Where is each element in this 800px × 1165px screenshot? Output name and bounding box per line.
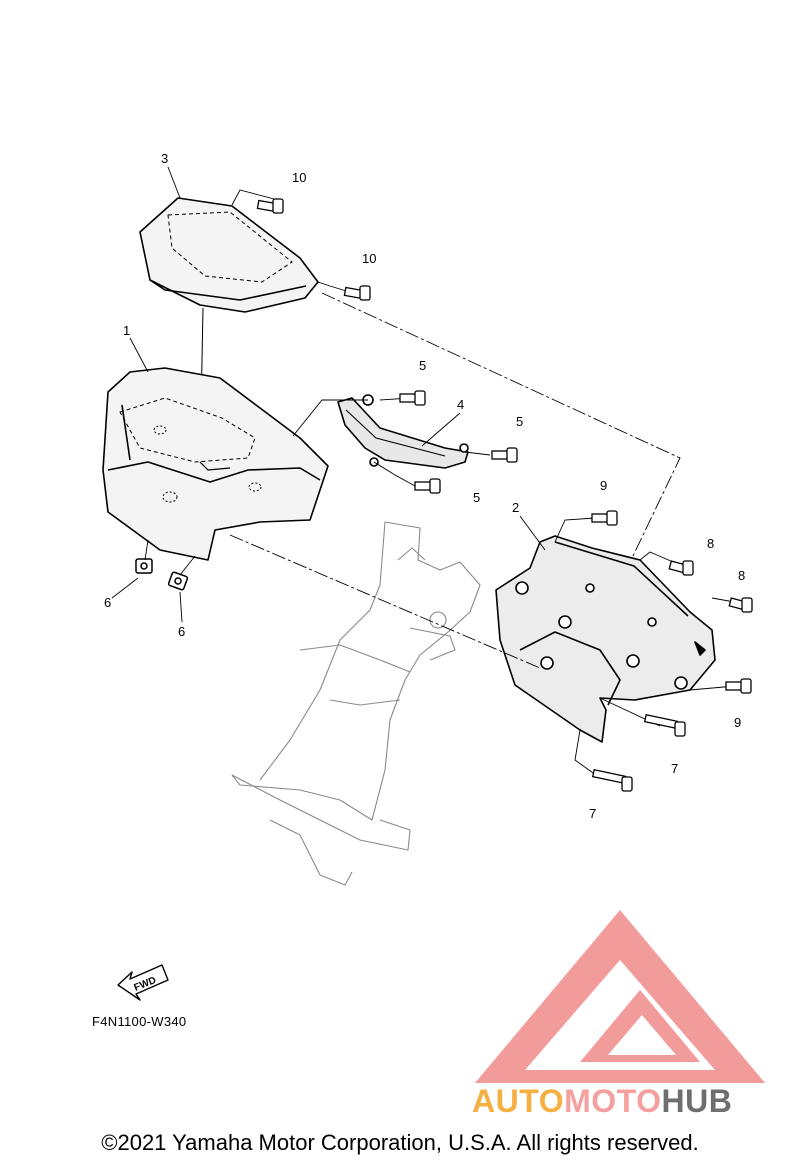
screw-8a-icon [668, 560, 694, 576]
callout-7b: 7 [589, 806, 596, 821]
callout-9a: 9 [600, 478, 607, 493]
watermark-logo-icon [475, 910, 765, 1083]
part-4-lens [337, 394, 469, 469]
callout-9b: 9 [734, 715, 741, 730]
screw-5c-icon [414, 478, 441, 494]
callout-5b: 5 [516, 414, 523, 429]
screw-8b-icon [728, 597, 753, 613]
callout-6a: 6 [104, 595, 111, 610]
screw-9a-icon [591, 510, 618, 526]
callout-10b: 10 [362, 251, 376, 266]
watermark-part-moto: MOTO [564, 1083, 662, 1119]
part-6-nut-b [167, 571, 189, 591]
callout-5c: 5 [473, 490, 480, 505]
fwd-arrow-icon: FWD [117, 964, 169, 1001]
copyright-notice: ©2021 Yamaha Motor Corporation, U.S.A. A… [101, 1130, 699, 1155]
callout-1: 1 [123, 323, 130, 338]
part-3-upper-cover [139, 197, 319, 313]
screw-5a-icon [399, 390, 426, 406]
part-6-nut-a [135, 558, 153, 574]
callout-2: 2 [512, 500, 519, 515]
watermark-text: AUTOMOTOHUB [472, 1083, 732, 1120]
screw-10b-icon [343, 285, 371, 301]
frame-stay [231, 521, 481, 886]
callout-8a: 8 [707, 536, 714, 551]
callout-4: 4 [457, 397, 464, 412]
watermark-part-hub: HUB [661, 1083, 733, 1119]
screw-5b-icon [491, 447, 518, 463]
screw-9b-icon [725, 678, 752, 694]
part-2-rear-panel [495, 535, 716, 743]
bolt-7a-icon [643, 713, 686, 737]
bolt-7b-icon [591, 768, 633, 792]
callout-6b: 6 [178, 624, 185, 639]
callout-10a: 10 [292, 170, 306, 185]
callout-3: 3 [161, 151, 168, 166]
part-1-front-cover [102, 367, 329, 561]
screw-10a-icon [256, 198, 284, 214]
watermark-part-auto: AUTO [472, 1083, 565, 1119]
callout-5a: 5 [419, 358, 426, 373]
reference-code: F4N1100-W340 [92, 1014, 187, 1029]
callout-8b: 8 [738, 568, 745, 583]
leader-lines [144, 189, 741, 779]
callout-7a: 7 [671, 761, 678, 776]
